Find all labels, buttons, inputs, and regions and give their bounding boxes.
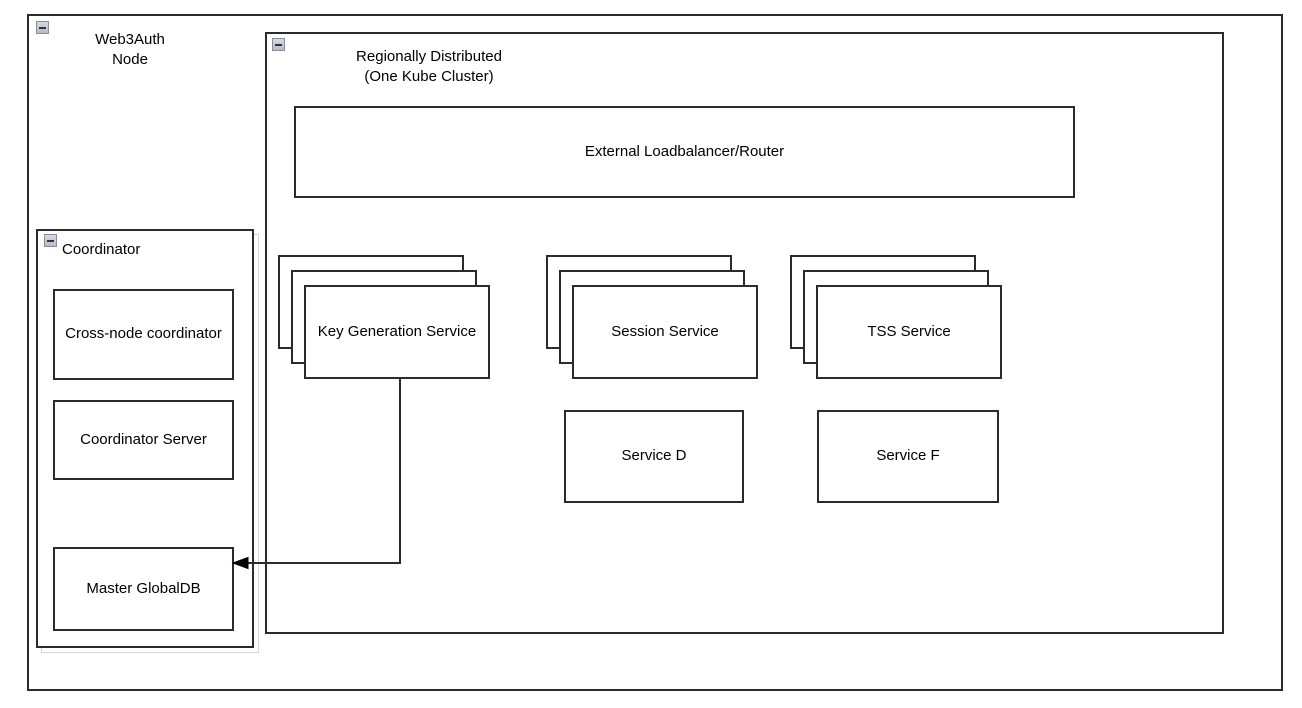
cross-node-coordinator-box[interactable]: Cross-node coordinator (53, 289, 234, 380)
session-service-label: Session Service (611, 322, 719, 340)
collapse-minus-icon-coordinator[interactable] (44, 234, 57, 247)
kube-cluster-label: Regionally Distributed (One Kube Cluster… (356, 48, 502, 86)
tss-service-replica-front[interactable]: TSS Service (816, 285, 1002, 379)
key-generation-service-label: Key Generation Service (317, 322, 477, 340)
cross-node-coordinator-label: Cross-node coordinator (65, 325, 222, 343)
coordinator-server-label: Coordinator Server (80, 430, 207, 448)
session-service-replica-front[interactable]: Session Service (572, 285, 758, 379)
collapse-minus-icon-web3auth-node[interactable] (36, 21, 49, 34)
session-service-stack[interactable]: Session Service (546, 255, 758, 380)
key-generation-service-replica-front[interactable]: Key Generation Service (304, 285, 490, 379)
external-loadbalancer-box[interactable]: External Loadbalancer/Router (294, 106, 1075, 198)
tss-service-stack[interactable]: TSS Service (790, 255, 1002, 380)
service-d-box[interactable]: Service D (564, 410, 744, 503)
web3auth-node-label: Web3Auth Node (95, 31, 165, 69)
collapse-minus-icon-kube-cluster[interactable] (272, 38, 285, 51)
service-f-box[interactable]: Service F (817, 410, 999, 503)
external-loadbalancer-label: External Loadbalancer/Router (584, 142, 785, 160)
tss-service-label: TSS Service (867, 322, 951, 340)
key-generation-service-stack[interactable]: Key Generation Service (278, 255, 490, 380)
service-f-label: Service F (876, 447, 940, 465)
master-globaldb-box[interactable]: Master GlobalDB (53, 547, 234, 631)
coordinator-server-box[interactable]: Coordinator Server (53, 400, 234, 480)
service-d-label: Service D (621, 447, 687, 465)
coordinator-label: Coordinator (62, 241, 141, 258)
master-globaldb-label: Master GlobalDB (86, 579, 201, 597)
